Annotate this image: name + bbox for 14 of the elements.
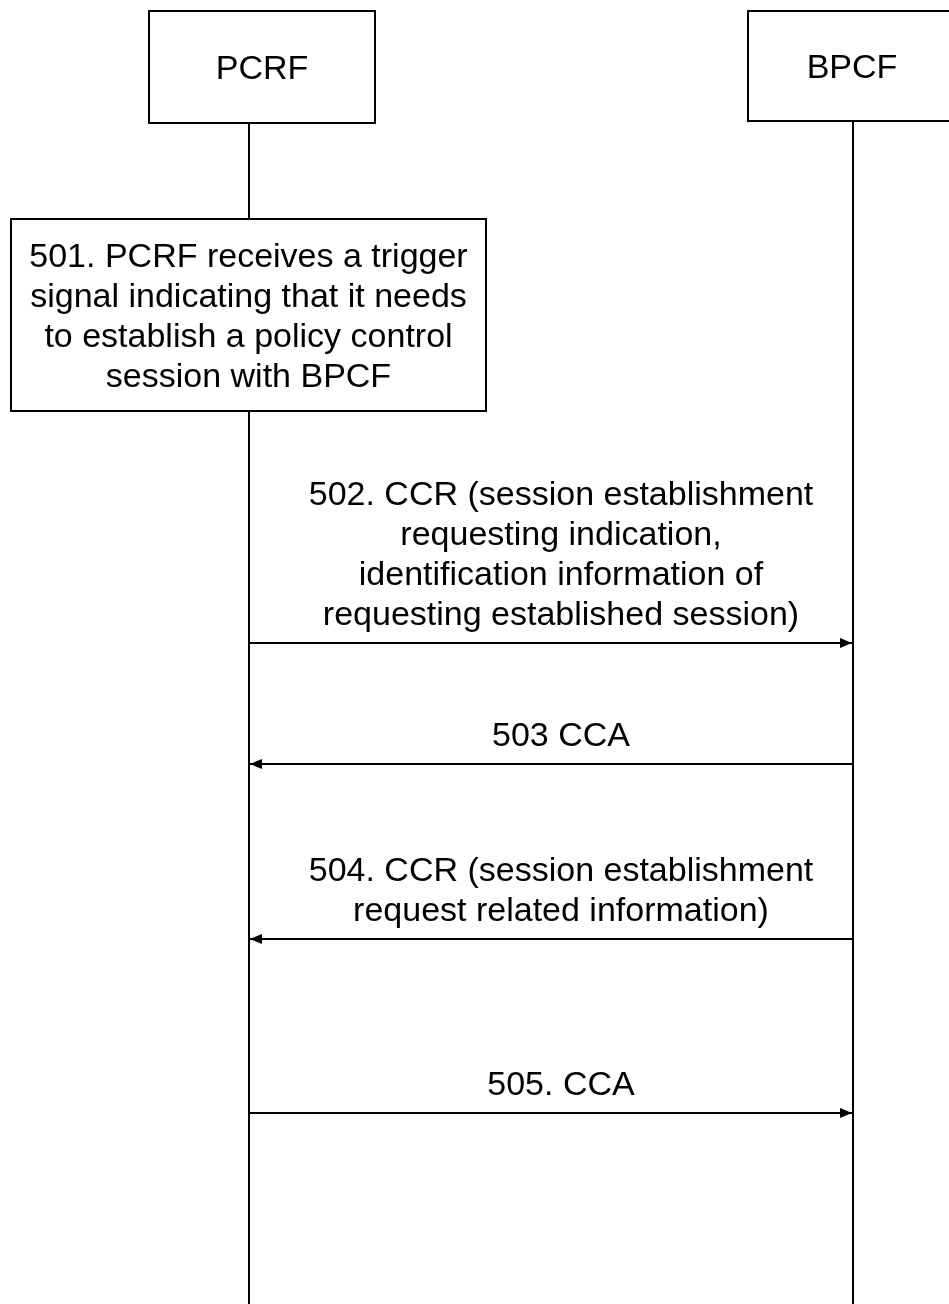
edge-label: 505. CCA — [486, 1063, 636, 1103]
edge-label: 502. CCR (session establishment requesting indication, identification information of requesting established session) — [307, 473, 815, 633]
connector-line — [248, 123, 250, 219]
lifeline — [852, 122, 854, 1304]
message-arrow — [249, 934, 853, 944]
process-box: 501. PCRF receives a trigger signal indicating that it needs to establish a policy control session with BPCF — [10, 218, 487, 412]
edge-label: 504. CCR (session establishment request related information) — [307, 849, 815, 929]
message-arrow — [249, 759, 853, 769]
edge-label: 503 CCA — [491, 714, 631, 754]
message-arrow — [249, 1108, 853, 1118]
lifeline — [248, 412, 250, 1304]
entity-box: PCRF — [148, 10, 376, 124]
message-arrow — [249, 638, 853, 648]
entity-box: BPCF — [747, 10, 949, 122]
